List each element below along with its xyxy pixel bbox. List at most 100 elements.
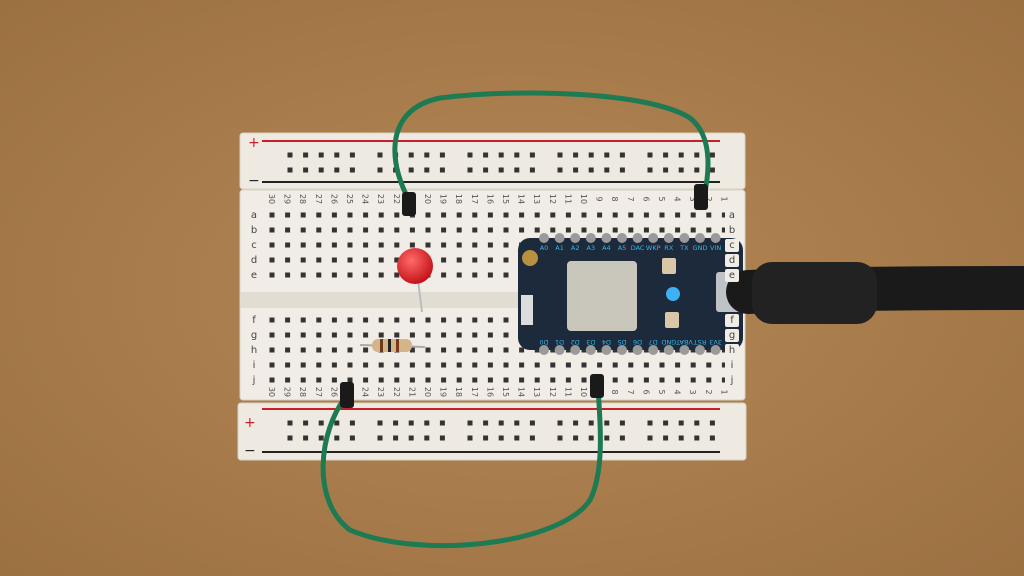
rail-hole[interactable] (303, 435, 309, 441)
breadboard-hole[interactable] (612, 227, 618, 233)
rail-hole[interactable] (498, 152, 504, 158)
breadboard-hole[interactable] (285, 362, 291, 368)
breadboard-hole[interactable] (643, 377, 649, 383)
breadboard-hole[interactable] (425, 212, 431, 218)
breadboard-hole[interactable] (519, 212, 525, 218)
breadboard-hole[interactable] (347, 212, 353, 218)
breadboard-hole[interactable] (378, 272, 384, 278)
breadboard-hole[interactable] (519, 362, 525, 368)
breadboard-hole[interactable] (347, 347, 353, 353)
rail-hole[interactable] (694, 435, 700, 441)
breadboard-hole[interactable] (316, 257, 322, 263)
rail-hole[interactable] (709, 420, 715, 426)
breadboard-hole[interactable] (394, 362, 400, 368)
breadboard-hole[interactable] (519, 347, 525, 353)
breadboard-hole[interactable] (269, 377, 275, 383)
rail-hole[interactable] (377, 435, 383, 441)
breadboard-hole[interactable] (472, 332, 478, 338)
rail-hole[interactable] (557, 152, 563, 158)
breadboard-hole[interactable] (581, 227, 587, 233)
breadboard-hole[interactable] (706, 362, 712, 368)
rail-hole[interactable] (647, 435, 653, 441)
rail-hole[interactable] (377, 420, 383, 426)
breadboard-hole[interactable] (472, 242, 478, 248)
breadboard-hole[interactable] (659, 212, 665, 218)
breadboard-hole[interactable] (503, 212, 509, 218)
breadboard-hole[interactable] (565, 212, 571, 218)
breadboard-hole[interactable] (675, 377, 681, 383)
breadboard-hole[interactable] (331, 332, 337, 338)
breadboard-hole[interactable] (472, 227, 478, 233)
breadboard-hole[interactable] (409, 242, 415, 248)
breadboard-hole[interactable] (409, 377, 415, 383)
breadboard-hole[interactable] (425, 242, 431, 248)
breadboard-hole[interactable] (472, 272, 478, 278)
rail-hole[interactable] (287, 152, 293, 158)
breadboard-hole[interactable] (269, 242, 275, 248)
breadboard-hole[interactable] (441, 332, 447, 338)
breadboard-hole[interactable] (472, 347, 478, 353)
breadboard-hole[interactable] (347, 377, 353, 383)
breadboard-hole[interactable] (409, 227, 415, 233)
rail-hole[interactable] (557, 167, 563, 173)
breadboard-hole[interactable] (472, 362, 478, 368)
rail-hole[interactable] (694, 420, 700, 426)
breadboard-hole[interactable] (347, 272, 353, 278)
breadboard-hole[interactable] (487, 317, 493, 323)
breadboard-hole[interactable] (378, 332, 384, 338)
rail-hole[interactable] (393, 435, 399, 441)
breadboard-hole[interactable] (269, 317, 275, 323)
breadboard-hole[interactable] (550, 212, 556, 218)
breadboard-hole[interactable] (721, 362, 727, 368)
breadboard-hole[interactable] (456, 257, 462, 263)
breadboard-hole[interactable] (347, 242, 353, 248)
rail-hole[interactable] (349, 167, 355, 173)
breadboard-hole[interactable] (643, 227, 649, 233)
breadboard-hole[interactable] (285, 332, 291, 338)
breadboard-hole[interactable] (503, 257, 509, 263)
rail-hole[interactable] (694, 167, 700, 173)
breadboard-hole[interactable] (409, 347, 415, 353)
rail-hole[interactable] (514, 420, 520, 426)
breadboard-hole[interactable] (285, 347, 291, 353)
rail-hole[interactable] (678, 152, 684, 158)
breadboard-hole[interactable] (675, 212, 681, 218)
rail-hole[interactable] (334, 435, 340, 441)
breadboard-hole[interactable] (269, 227, 275, 233)
breadboard-hole[interactable] (534, 377, 540, 383)
rail-hole[interactable] (334, 420, 340, 426)
breadboard-hole[interactable] (285, 227, 291, 233)
breadboard-hole[interactable] (394, 332, 400, 338)
rail-hole[interactable] (408, 420, 414, 426)
breadboard-hole[interactable] (487, 242, 493, 248)
breadboard-hole[interactable] (269, 212, 275, 218)
breadboard-hole[interactable] (456, 332, 462, 338)
breadboard-hole[interactable] (316, 212, 322, 218)
breadboard-hole[interactable] (269, 272, 275, 278)
rail-hole[interactable] (349, 435, 355, 441)
breadboard-hole[interactable] (581, 377, 587, 383)
breadboard-hole[interactable] (394, 242, 400, 248)
rail-hole[interactable] (424, 420, 430, 426)
breadboard-hole[interactable] (316, 242, 322, 248)
rail-hole[interactable] (619, 435, 625, 441)
rail-hole[interactable] (318, 152, 324, 158)
breadboard-hole[interactable] (550, 362, 556, 368)
breadboard-hole[interactable] (565, 227, 571, 233)
rail-hole[interactable] (557, 420, 563, 426)
breadboard-hole[interactable] (456, 377, 462, 383)
rail-hole[interactable] (619, 420, 625, 426)
rail-hole[interactable] (529, 435, 535, 441)
rail-hole[interactable] (588, 152, 594, 158)
rail-hole[interactable] (483, 167, 489, 173)
rail-hole[interactable] (678, 435, 684, 441)
breadboard-hole[interactable] (269, 362, 275, 368)
breadboard-hole[interactable] (487, 377, 493, 383)
breadboard-hole[interactable] (487, 257, 493, 263)
breadboard-hole[interactable] (487, 362, 493, 368)
rail-hole[interactable] (408, 167, 414, 173)
breadboard-hole[interactable] (300, 377, 306, 383)
rail-hole[interactable] (439, 435, 445, 441)
breadboard-hole[interactable] (534, 227, 540, 233)
rail-hole[interactable] (588, 420, 594, 426)
